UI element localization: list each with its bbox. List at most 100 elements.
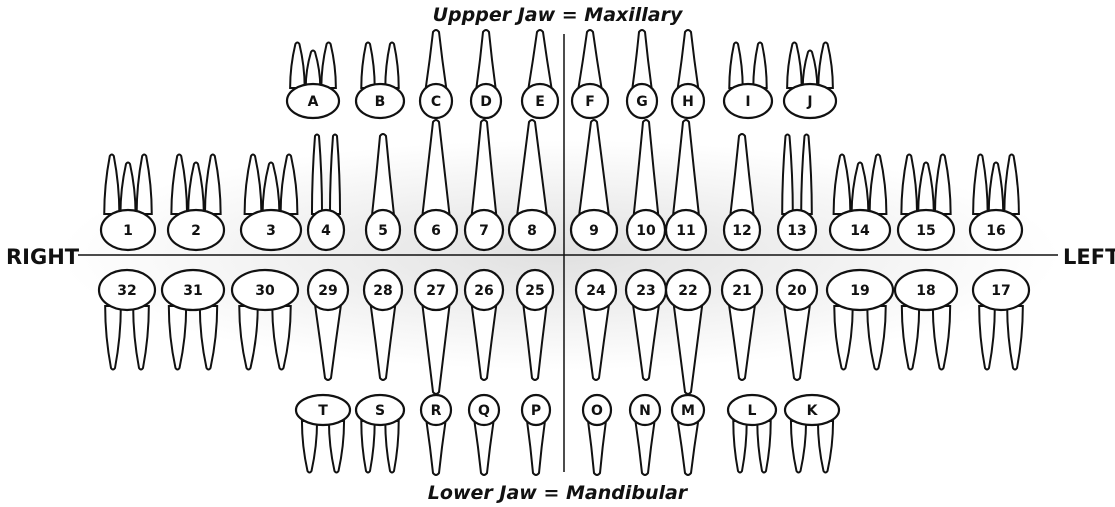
tooth-3: 3	[241, 155, 301, 251]
tooth-I: I	[724, 43, 772, 119]
tooth-14: 14	[830, 155, 890, 251]
tooth-Q-root	[474, 421, 493, 475]
tooth-K: K	[785, 395, 839, 473]
tooth-21-label: 21	[732, 283, 751, 299]
tooth-O-root	[588, 421, 606, 475]
tooth-Q: Q	[469, 395, 499, 475]
tooth-K-label: K	[807, 403, 819, 419]
tooth-1-root-1	[104, 155, 119, 215]
tooth-K-root-2	[818, 421, 833, 473]
tooth-26-label: 26	[474, 283, 493, 299]
tooth-19-root-1	[834, 306, 852, 370]
tooth-A-label: A	[308, 94, 319, 110]
tooth-A-root-2	[306, 51, 321, 89]
tooth-8-label: 8	[527, 223, 537, 239]
tooth-P: P	[522, 395, 550, 475]
tooth-13-root-1	[782, 135, 793, 215]
tooth-E-label: E	[535, 94, 545, 110]
tooth-P-label: P	[531, 403, 541, 419]
tooth-13-label: 13	[787, 223, 806, 239]
tooth-D: D	[471, 30, 501, 118]
tooth-S-root-2	[385, 421, 398, 473]
tooth-E-root	[528, 30, 551, 88]
tooth-18-root-2	[933, 306, 950, 370]
tooth-17-root-1	[979, 306, 995, 370]
tooth-23-label: 23	[636, 283, 655, 299]
tooth-C-label: C	[431, 94, 441, 110]
tooth-A-root-3	[321, 43, 336, 89]
tooth-L-label: L	[748, 403, 757, 419]
tooth-L-root-1	[733, 421, 746, 473]
tooth-T-label: T	[318, 403, 328, 419]
tooth-16-root-3	[1004, 155, 1019, 215]
left-side-label: LEFT	[1063, 245, 1115, 269]
tooth-6-label: 6	[431, 223, 441, 239]
tooth-1-root-2	[120, 163, 135, 215]
tooth-4-root-2	[330, 135, 340, 215]
tooth-7-label: 7	[479, 223, 489, 239]
tooth-A-root-1	[290, 43, 305, 89]
tooth-G: G	[627, 30, 657, 118]
tooth-J-root-2	[803, 51, 818, 89]
tooth-27-label: 27	[426, 283, 445, 299]
tooth-4-label: 4	[321, 223, 331, 239]
tooth-31-label: 31	[183, 283, 202, 299]
tooth-R-root	[426, 421, 445, 475]
tooth-C: C	[420, 30, 452, 118]
tooth-30-root-1	[239, 306, 257, 370]
tooth-F-label: F	[585, 94, 595, 110]
tooth-C-root	[426, 30, 446, 88]
tooth-H-label: H	[682, 94, 694, 110]
tooth-17-root-2	[1007, 306, 1023, 370]
tooth-20-label: 20	[787, 283, 807, 299]
tooth-S: S	[356, 395, 404, 473]
tooth-14-root-3	[870, 155, 887, 215]
tooth-H-root	[678, 30, 698, 88]
tooth-31-root-2	[200, 306, 217, 370]
tooth-17-label: 17	[991, 283, 1010, 299]
tooth-11-label: 11	[676, 223, 695, 239]
tooth-19-label: 19	[850, 283, 869, 299]
tooth-N-label: N	[639, 403, 651, 419]
tooth-2-root-2	[188, 163, 204, 215]
tooth-D-root	[476, 30, 495, 88]
tooth-F-root	[578, 30, 601, 88]
tooth-5-label: 5	[378, 223, 388, 239]
tooth-T-root-1	[302, 421, 317, 473]
tooth-28-label: 28	[373, 283, 392, 299]
tooth-16-label: 16	[986, 223, 1005, 239]
tooth-I-root-1	[729, 43, 742, 89]
tooth-18-label: 18	[916, 283, 935, 299]
tooth-N-root	[635, 421, 654, 475]
tooth-G-label: G	[636, 94, 648, 110]
tooth-T-root-2	[329, 421, 344, 473]
tooth-N: N	[630, 395, 660, 475]
tooth-15-root-1	[901, 155, 917, 215]
tooth-J-root-3	[818, 43, 833, 89]
tooth-J: J	[784, 43, 836, 119]
tooth-30-root-2	[272, 306, 290, 370]
tooth-16: 16	[970, 155, 1022, 251]
tooth-R-label: R	[431, 403, 442, 419]
tooth-14-label: 14	[850, 223, 870, 239]
right-side-label: RIGHT	[6, 245, 79, 269]
tooth-L-root-2	[757, 421, 770, 473]
tooth-T: T	[296, 395, 350, 473]
tooth-2-root-3	[205, 155, 221, 215]
tooth-30-label: 30	[255, 283, 275, 299]
tooth-L: L	[728, 395, 776, 473]
tooth-2-root-1	[171, 155, 187, 215]
tooth-22-label: 22	[678, 283, 697, 299]
tooth-M-root	[678, 421, 698, 475]
tooth-15-root-2	[918, 163, 934, 215]
tooth-M-label: M	[681, 403, 695, 419]
tooth-S-label: S	[375, 403, 385, 419]
tooth-32-root-2	[133, 306, 149, 370]
tooth-Q-label: Q	[478, 403, 490, 419]
tooth-32-label: 32	[117, 283, 136, 299]
tooth-3-label: 3	[266, 223, 276, 239]
tooth-15-root-3	[935, 155, 951, 215]
tooth-G-root	[632, 30, 651, 88]
tooth-P-root	[527, 421, 545, 475]
